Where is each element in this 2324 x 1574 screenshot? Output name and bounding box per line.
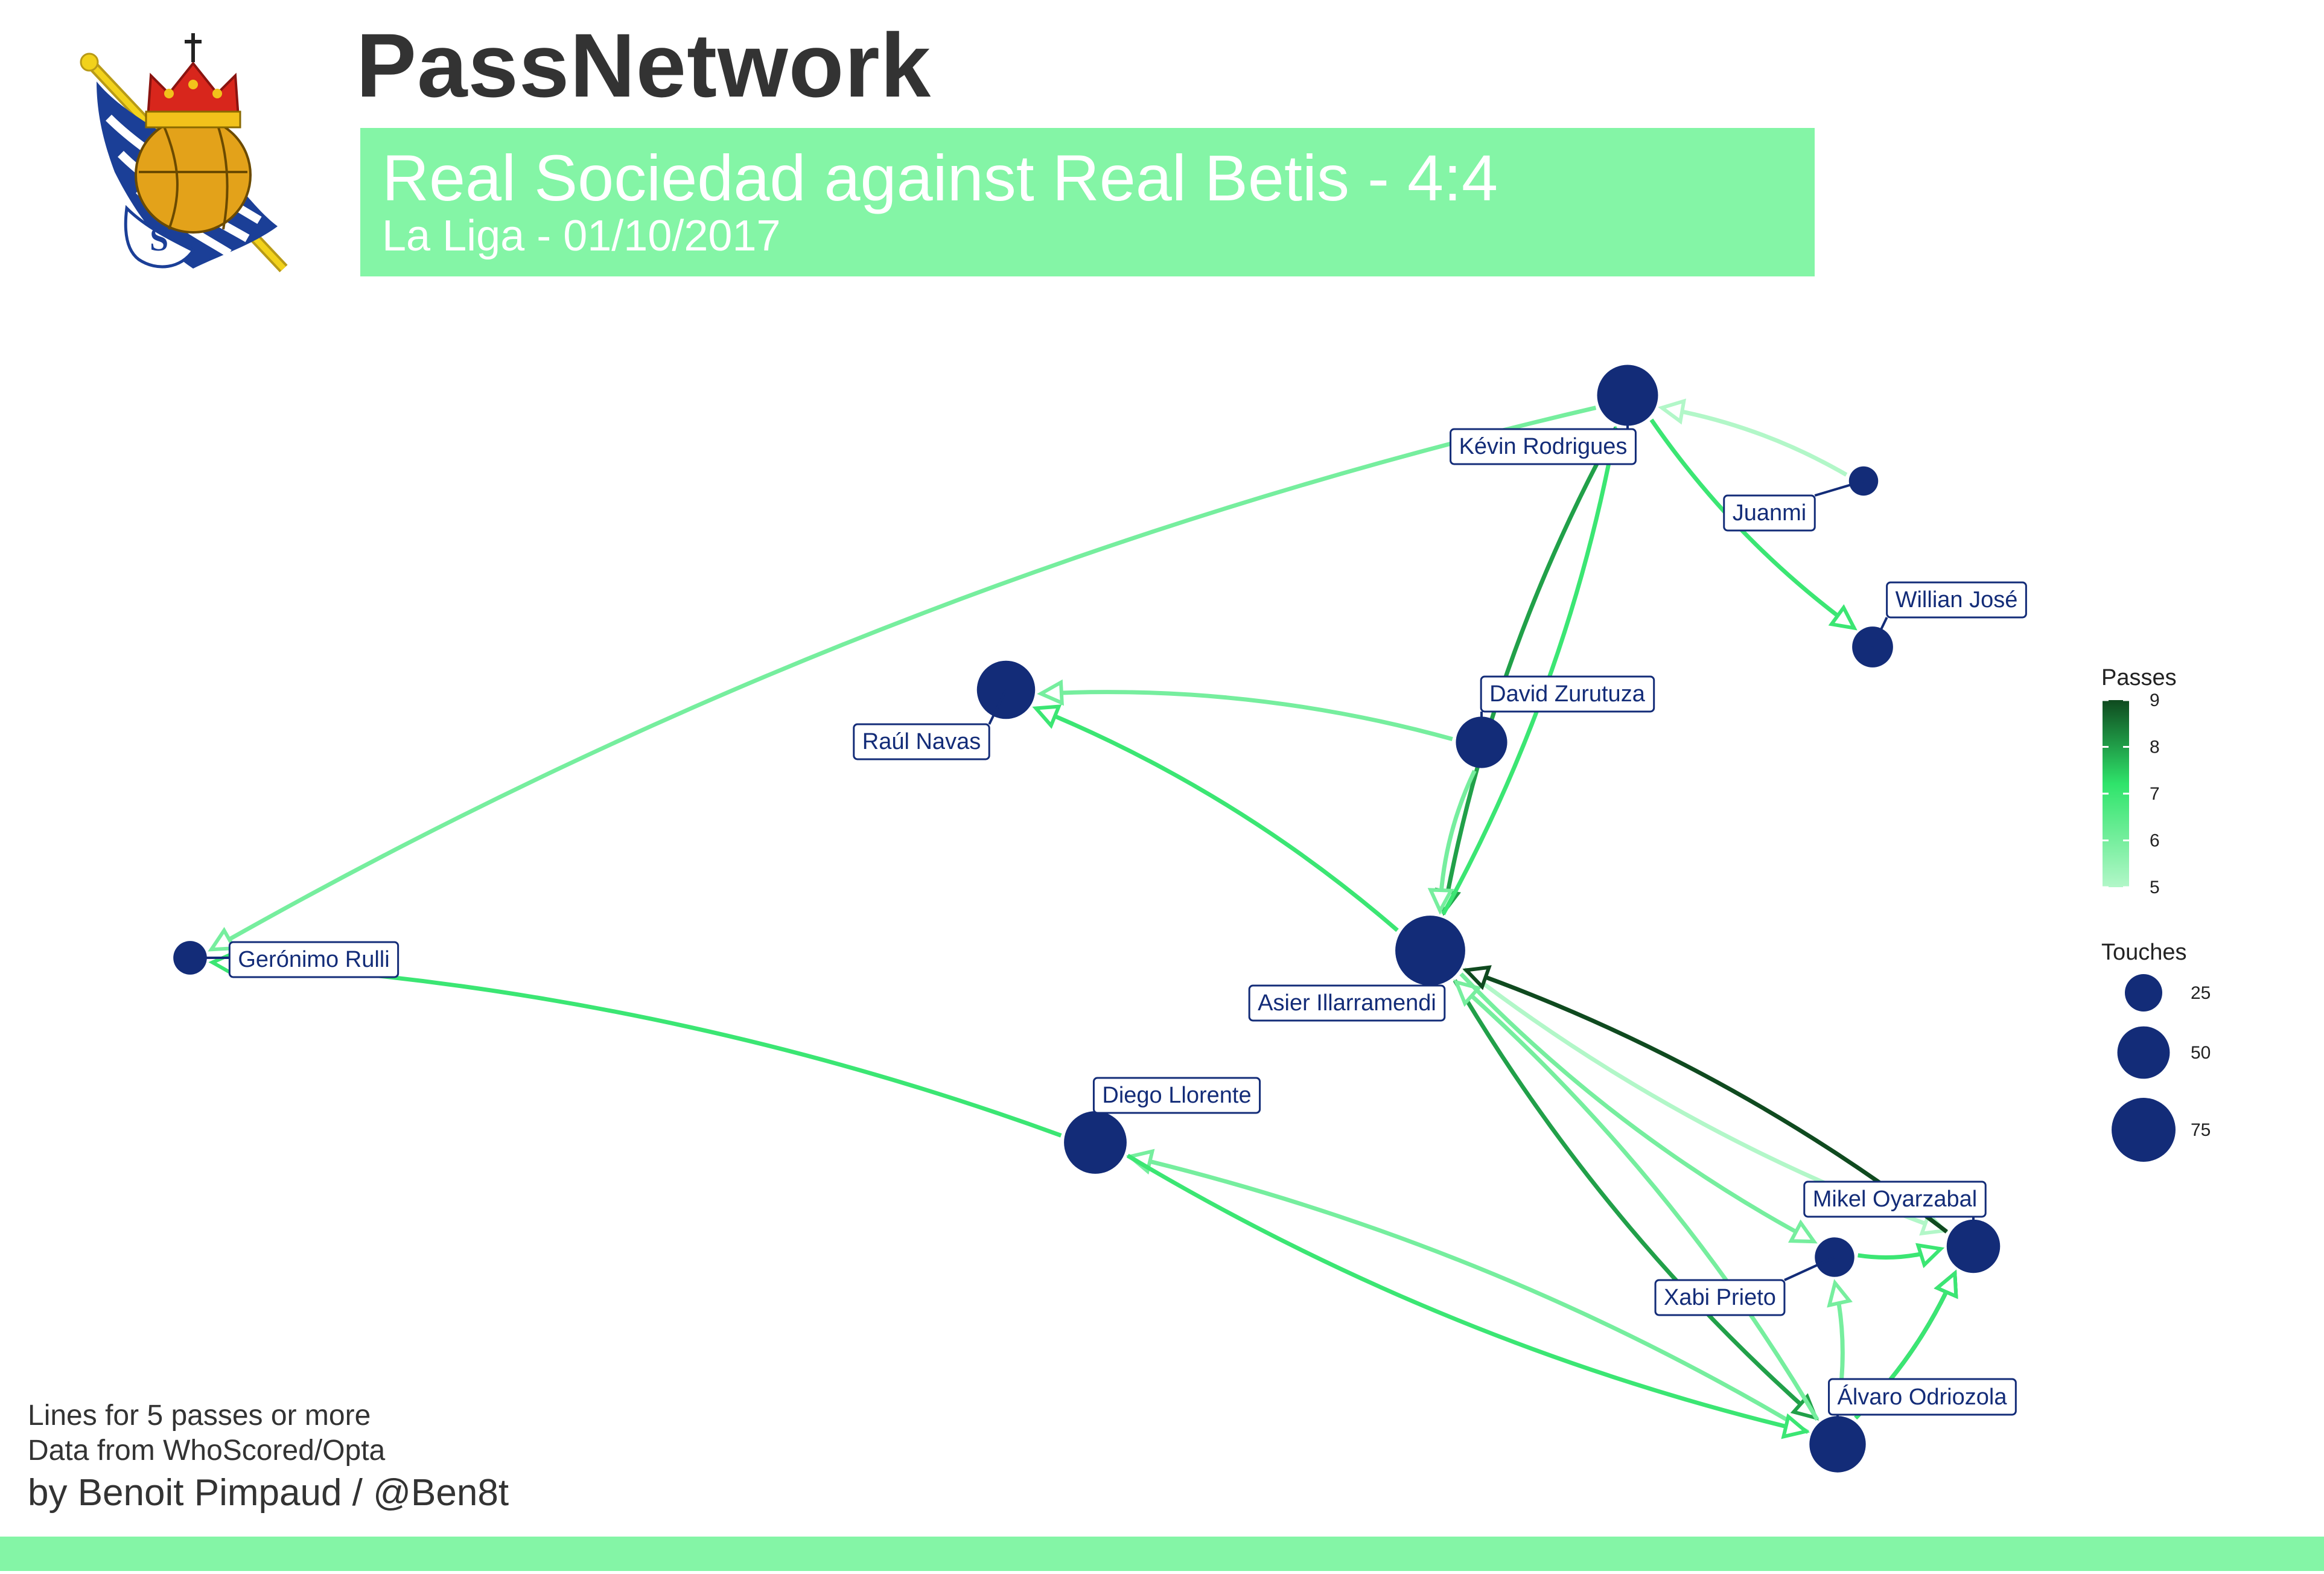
player-label-text: Xabi Prieto: [1664, 1285, 1776, 1310]
legend-touches-label: 25: [2191, 983, 2211, 1003]
pass-edge-arrowhead: [1032, 704, 1062, 729]
footnote-source: Data from WhoScored/Opta: [28, 1435, 386, 1467]
pass-edge: [1129, 1154, 1809, 1435]
player-label-text: Asier Illarramendi: [1258, 990, 1436, 1016]
bottom-accent-bar: [0, 1537, 2324, 1571]
pass-edge-arrowhead: [1658, 398, 1687, 425]
pass-edge: [1453, 979, 1818, 1419]
player-label: Mikel Oyarzabal: [1803, 1180, 1987, 1246]
pass-edge-arrowhead: [1462, 965, 1492, 990]
legend-passes-tick-label: 5: [2150, 878, 2160, 897]
legend-passes-tick-label: 7: [2150, 784, 2160, 804]
player-label: David Zurutuza: [1480, 675, 1655, 742]
real-sociedad-crest-icon: S: [80, 33, 288, 273]
pass-edge-arrowhead: [1915, 1243, 1945, 1269]
player-label-text: Willian José: [1896, 587, 2018, 613]
player-label-text: Diego Llorente: [1102, 1083, 1251, 1108]
player-label-text: Raúl Navas: [862, 729, 981, 754]
player-label-box: [1828, 1378, 2017, 1416]
player-label: Álvaro Odriozola: [1828, 1378, 2017, 1444]
player-label-text: Juanmi: [1733, 500, 1807, 526]
page-title: PassNetwork: [356, 14, 932, 116]
pass-edge: [1126, 1153, 1807, 1434]
player-label-leader: [1784, 1256, 1835, 1281]
player-label-box: [1480, 675, 1655, 713]
player-label: Xabi Prieto: [1654, 1256, 1835, 1316]
pass-edge: [210, 406, 1597, 952]
player-label-leader: [988, 689, 1007, 725]
player-label-text: David Zurutuza: [1489, 681, 1646, 707]
pass-edge-arrowhead: [1934, 1269, 1958, 1299]
player-label-text: Kévin Rodrigues: [1459, 434, 1628, 459]
match-subtitle: La Liga - 01/10/2017: [382, 212, 781, 260]
player-label: Juanmi: [1723, 480, 1864, 532]
player-label-box: [1886, 581, 2027, 619]
player-label-box: [853, 723, 990, 760]
pass-edge-arrowhead: [1788, 1219, 1818, 1244]
player-label: Kévin Rodrigues: [1450, 395, 1637, 465]
pass-edge: [1035, 706, 1399, 932]
pass-edge: [1442, 426, 1619, 913]
legend-touches-label: 50: [2191, 1043, 2211, 1063]
legend-touches-circle: [2125, 974, 2162, 1012]
player-label-box: [228, 941, 400, 978]
player-label-text: Mikel Oyarzabal: [1813, 1187, 1977, 1212]
player-label-box: [1450, 428, 1637, 465]
pass-edge-arrowhead: [1781, 1413, 1810, 1439]
legend-touches-title: Touches: [2101, 940, 2187, 965]
legend-touches-label: 75: [2191, 1120, 2211, 1140]
pass-edge: [1649, 418, 1856, 630]
footnote-threshold: Lines for 5 passes or more: [28, 1400, 371, 1432]
legend-touches-circle: [2117, 1026, 2170, 1079]
pass-edge-arrowhead: [1037, 679, 1064, 706]
player-label-text: Gerónimo Rulli: [238, 947, 389, 972]
pass-edge: [1661, 406, 1848, 477]
player-label-box: [1654, 1279, 1786, 1316]
svg-text:S: S: [150, 221, 168, 258]
player-label-leader: [1871, 617, 1888, 648]
player-label-box: [1092, 1077, 1261, 1114]
player-label: Willian José: [1871, 581, 2027, 648]
legend-passes-tick-label: 8: [2150, 738, 2160, 757]
player-label-box: [1723, 494, 1816, 532]
legend-passes-title: Passes: [2101, 665, 2177, 690]
pass-edge: [212, 960, 1062, 1138]
pass-edge-arrowhead: [1828, 604, 1858, 631]
match-title: Real Sociedad against Real Betis - 4:4: [382, 141, 1498, 214]
credit-byline: by Benoit Pimpaud / @Ben8t: [28, 1472, 509, 1514]
legend-passes-tick-label: 6: [2150, 831, 2160, 851]
pass-edge: [1442, 426, 1619, 913]
match-banner: Real Sociedad against Real Betis - 4:4 L…: [360, 128, 1815, 276]
pass-edge-arrowhead: [208, 926, 238, 952]
player-label: Asier Illarramendi: [1248, 951, 1446, 1022]
legend-passes-tick-label: 9: [2150, 690, 2160, 710]
pass-edge-arrowhead: [1427, 888, 1454, 915]
player-label-box: [1803, 1180, 1987, 1218]
player-label-box: [1248, 984, 1446, 1022]
player-label: Raúl Navas: [853, 689, 1007, 760]
legend-touches-circle: [2112, 1098, 2176, 1162]
pass-edge-arrowhead: [1827, 1279, 1853, 1308]
player-label-text: Álvaro Odriozola: [1838, 1384, 2008, 1410]
player-label: Diego Llorente: [1092, 1077, 1261, 1142]
pass-edge: [1454, 980, 1819, 1421]
player-label-leader: [1814, 480, 1864, 497]
pass-edge: [1040, 690, 1453, 742]
pass-edge: [1441, 429, 1618, 916]
pass-edge: [1459, 972, 1815, 1244]
player-label: Gerónimo Rulli: [190, 941, 400, 978]
